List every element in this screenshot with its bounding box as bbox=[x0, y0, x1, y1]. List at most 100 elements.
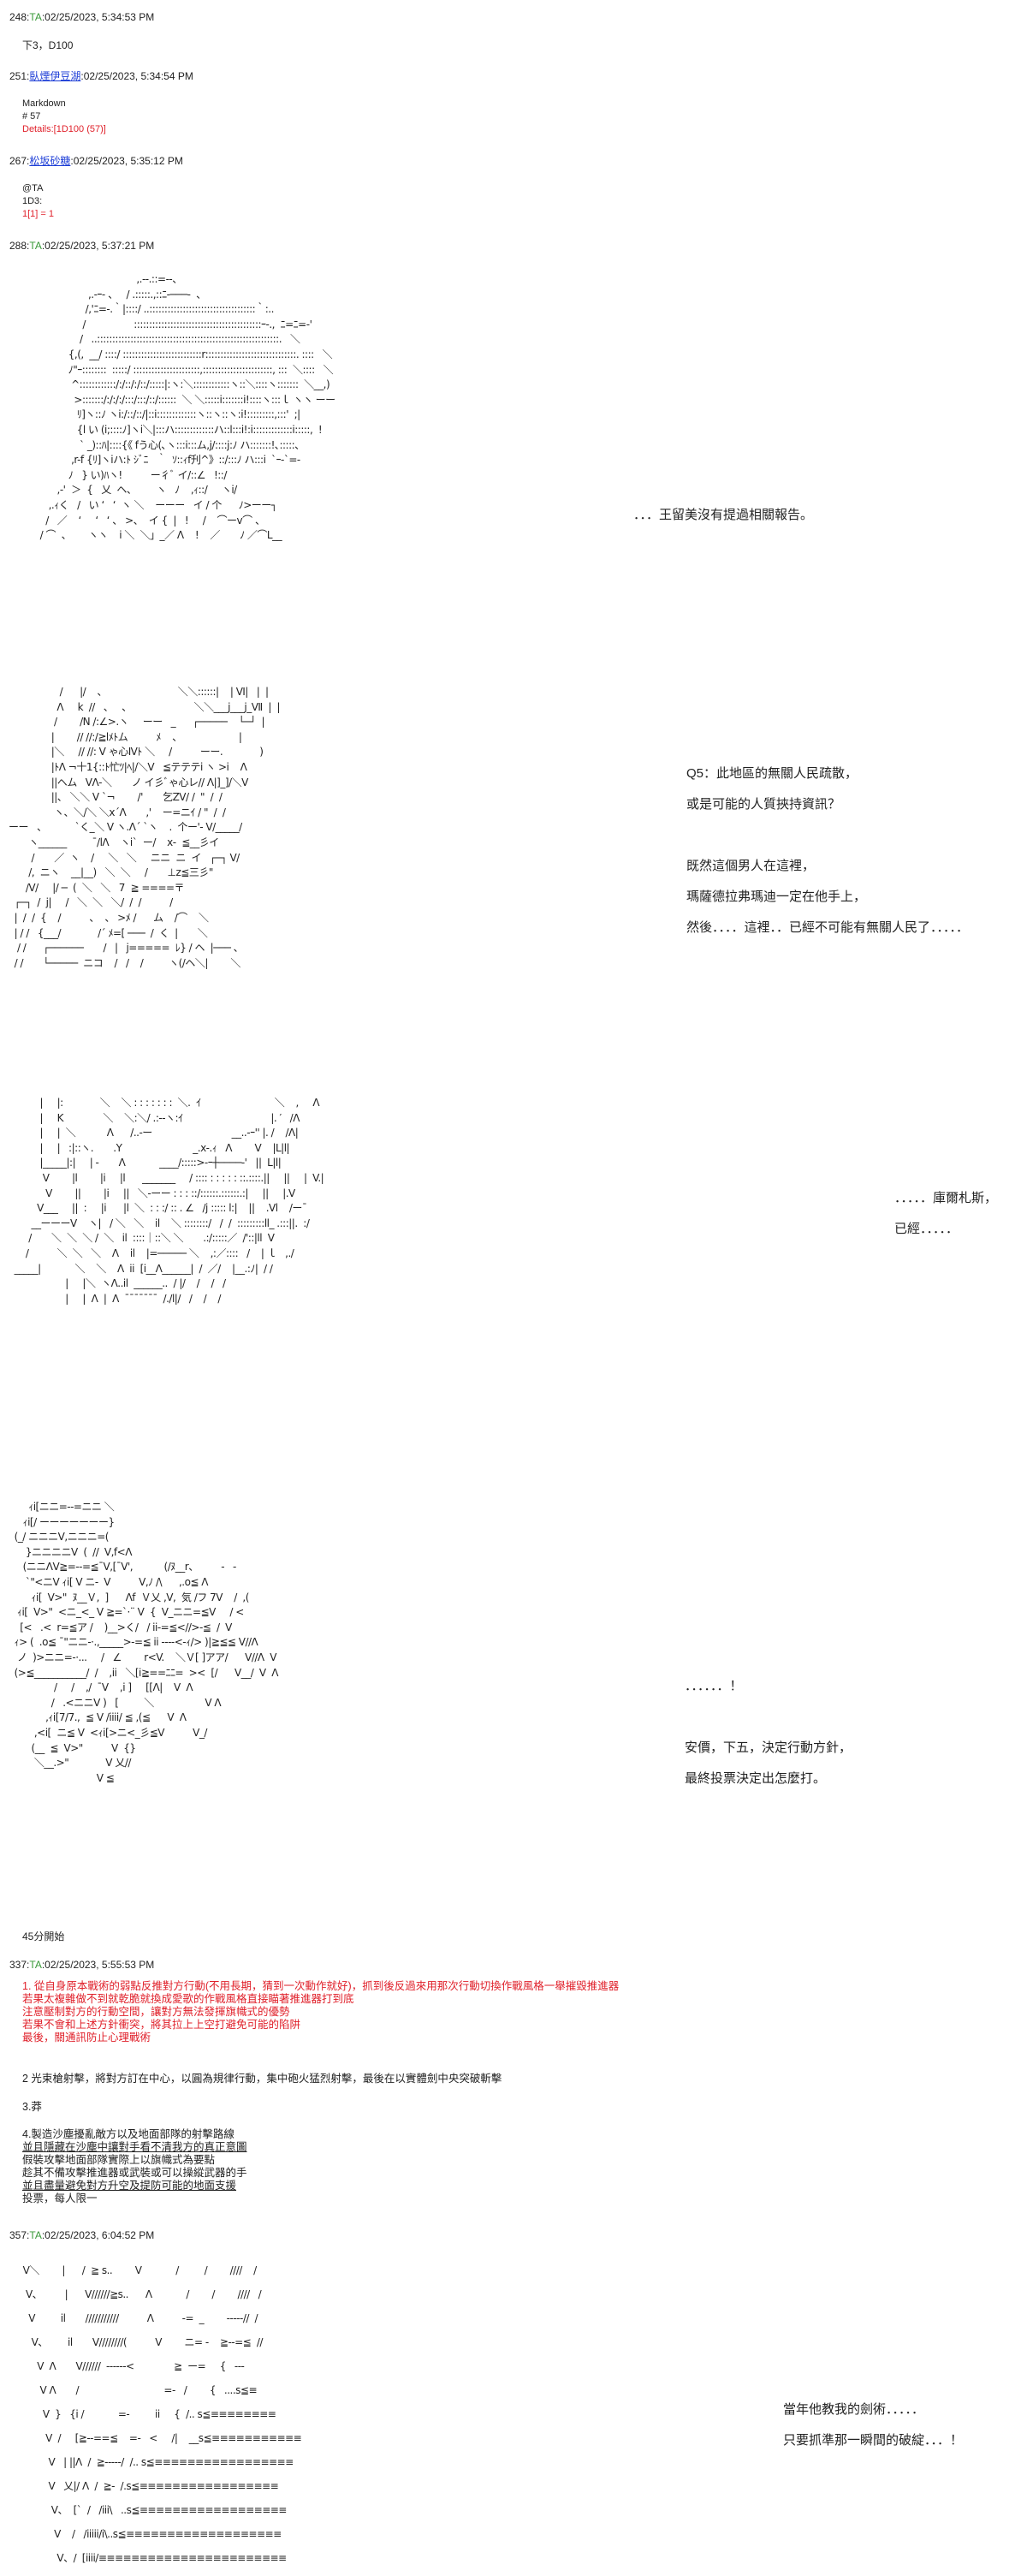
post-body: @TA 1D3: 1[1] = 1 bbox=[22, 182, 54, 221]
ascii-art-line: |_____|:| | - Λ ____/:::::>-ｰ┼────-' || … bbox=[9, 1157, 282, 1169]
ascii-art-line: V___ || : |i |l ＼ : : :/ :: . ∠ /j :::::… bbox=[9, 1202, 307, 1215]
ascii-art-line: /,'ﾆ=-.｀|::::/ ..:::::::::::::::::::::::… bbox=[34, 303, 275, 316]
dialogue-line: 最終投票決定出怎麼打。 bbox=[685, 1771, 827, 1786]
option-3: 3.莽 bbox=[22, 2101, 42, 2113]
ascii-art-line: V } {i / =- ii { /.. s≦≡≡≡≡≡≡≡≡ bbox=[17, 2408, 276, 2420]
ascii-art-line: ｨ> ( .o≦ ¯"ニニ-·.,_____>-=≦ ii ----<-ｨ/> … bbox=[9, 1636, 258, 1649]
ascii-art-line: `"<ニV ｨi[ V ニ- V V,ﾉ /\ ,.o≦ Λ bbox=[9, 1575, 209, 1588]
post-text: # 57 bbox=[22, 111, 41, 122]
dialogue-line: 只要抓準那一瞬間的破綻．．．！ bbox=[783, 2433, 964, 2448]
ascii-art-line: ,<i[ ニ≦ V <ｨi[>ニ<_彡≦V V_/ bbox=[9, 1726, 208, 1739]
ascii-art-line: ,.ｨく / い ‘ ‘ ヽ ＼ ーーー イ / 个 ﾉ>ーー┐ bbox=[34, 498, 277, 511]
dialogue-line: 瑪薩德拉弗瑪迪一定在他手上， bbox=[686, 889, 867, 904]
dialogue-line: ．．．王留美沒有提過相關報告。 bbox=[633, 508, 814, 522]
ascii-art-line: | // //:/≧lﾒﾄム ﾒ 、 | bbox=[9, 730, 242, 743]
ascii-art-line: ||、 ＼＼ V `¬ /' 乞ZV/ / " / / bbox=[9, 791, 223, 804]
ascii-art-line: | / / { / 、 、 >ﾒ / ム /⌒ ＼ bbox=[9, 911, 209, 924]
ascii-art-line: / |/ 、 ＼＼::::::| | Ⅵ| | | bbox=[9, 686, 269, 698]
option-4: 4.製造沙塵擾亂敵方以及地面部隊的射擊路線 並且隱藏在沙塵中讓對手看不清我方的真… bbox=[22, 2128, 247, 2205]
ascii-art-line: / ..::::::::::::::::::::::::::::::::::::… bbox=[34, 333, 300, 346]
ascii-art-line: / /N /:∠>.ヽ ーー _ ┌───── └─┘ | bbox=[9, 716, 264, 729]
ascii-art-line: ,.-ｰ- 、 / .:::::.,::ﾆ-───- 、 bbox=[34, 288, 206, 300]
post-header: 337:TA:02/25/2023, 5:55:53 PM bbox=[9, 1959, 155, 1971]
post-time: 02/25/2023, 5:35:12 PM bbox=[73, 155, 183, 167]
ascii-art-line: V / /iiiii/i\..s≦≡≡≡≡≡≡≡≡≡≡≡≡≡≡≡≡≡≡≡ bbox=[17, 2528, 282, 2540]
dice-result: 1[1] = 1 bbox=[22, 209, 55, 219]
ascii-art-line: ﾉ } い)ﾊヽ! ー彳ﾞ イ/::∠ !::/ bbox=[34, 468, 228, 481]
ascii-art-line: V、 | V//////≧s.. Λ / / //// / bbox=[17, 2288, 262, 2300]
option-line: 注意壓制對方的行動空間，讓對方無法發揮旗幟式的優勢 bbox=[22, 2006, 290, 2018]
option-line: 若果不會和上述方針衝突，將其拉上上空打避免可能的陷阱 bbox=[22, 2019, 301, 2031]
ascii-art-line: ,ｨi[7/7., ≦ V /iiii/ ≦ ,(≦ V Λ bbox=[9, 1711, 187, 1724]
ascii-art-line: ,r-f {ﾘ]ヽiハ:ﾄ ｼﾞﾆ ｀ ｿ::ｨf刋^》::/:::ﾉ ハ:::… bbox=[34, 454, 300, 467]
ascii-art-line: ｨi[/ ーーーーーーー} bbox=[9, 1515, 116, 1528]
ascii-art-line: [< .< r=≦ア / )__>く/ / ii-=≦<//>-≦ / V bbox=[9, 1621, 232, 1633]
post-header: 288:TA:02/25/2023, 5:37:21 PM bbox=[9, 240, 155, 252]
post-time: 02/25/2023, 5:37:21 PM bbox=[45, 240, 155, 252]
ascii-art-line: / ::::::::::::::::::::::::::::::::::::::… bbox=[34, 318, 312, 330]
ascii-art-line: >:::::::/:/:/:/:::/:::/::/:::::: ＼ ＼::::… bbox=[34, 393, 335, 406]
dialogue-line: Q5：此地區的無關人民疏散， bbox=[686, 766, 858, 781]
post-number: 248 bbox=[9, 11, 27, 23]
ascii-art-line: ｨi[ニニ=--=ニニ ＼ bbox=[9, 1501, 115, 1513]
ascii-art-line: / ＼ ＼ ＼ / ＼ il ::::｜::＼ ＼ .:/:::::／ /'::… bbox=[9, 1232, 275, 1245]
post-time: 02/25/2023, 6:04:52 PM bbox=[45, 2229, 155, 2241]
ascii-art-line: / ／ ‘ ‘ ‘ 、 >、 イ { | ! / ⌒ーv⌒ 、 bbox=[34, 514, 265, 527]
ascii-art-line: ﾉ"ｰ:::::::: :::::/ :::::::::::::::::::::… bbox=[34, 363, 334, 376]
post-author: TA bbox=[29, 2229, 42, 2241]
dialogue-line: 或是可能的人質挾持資訊？ bbox=[686, 797, 841, 812]
ascii-art-line: ＼__.>" V 乂// bbox=[9, 1757, 132, 1770]
ascii-art-line: / / ┌────── / | j===== ﾚ} / ヘ |─── 、 bbox=[9, 942, 244, 955]
option-line: 假裝攻擊地面部隊實際上以旗幟式為要點 bbox=[22, 2154, 216, 2166]
ascii-art-line: }ニニニニV ( // V,f<Λ bbox=[9, 1545, 133, 1558]
dialogue-line bbox=[686, 820, 969, 851]
ascii-art-line: V、 il V////////( V ニ= - ≧--=≦ // bbox=[17, 2336, 264, 2348]
dialogue-line: 安價，下五，決定行動方針， bbox=[685, 1740, 852, 1755]
ascii-art-line: V | ||Λ / ≧-----/ /.. s≦≡≡≡≡≡≡≡≡≡≡≡≡≡≡≡≡… bbox=[17, 2456, 294, 2468]
ascii-art-line: ^::::::::::::/:/::/:/::/:::::|:ヽ:＼::::::… bbox=[34, 378, 330, 391]
ascii-art-line: ｨi[ V>" <ニ_<_ V ≧=`·¨ V { V_ニニ=≦V / < bbox=[9, 1606, 244, 1619]
ascii-art-line: V ≦ bbox=[9, 1771, 115, 1784]
ascii-art-line: ||ヘム VΛ-＼ ノ イ彡ﾞゃ心レ// Λ|]_]/＼V bbox=[9, 776, 249, 788]
ascii-art: / |/ 、 ＼＼::::::| | Ⅵ| | | Λ k // 、 、 ＼＼_… bbox=[9, 685, 281, 971]
option-line: 1. 從自身原本戰術的弱點反推對方行動(不用長期，猜到一次動作就好)，抓到後反過… bbox=[22, 1980, 620, 1992]
option-line: 趁其不備攻擊推進器或武裝或可以操縱武器的手 bbox=[22, 2167, 247, 2179]
ascii-art-line: | | Λ | Λ ¯¯¯¯¯¯¯ /./l|/ / / / bbox=[9, 1292, 221, 1305]
post-number: 251 bbox=[9, 70, 27, 82]
ascii-art-line: (__ ≦ V>" V {} bbox=[9, 1741, 137, 1754]
ascii-art-line: V 乂|/ Λ / ≧- /.s≦≡≡≡≡≡≡≡≡≡≡≡≡≡≡≡≡≡ bbox=[17, 2480, 279, 2492]
post-number: 357 bbox=[9, 2229, 27, 2241]
ascii-art-line: ,.--.::=--、 bbox=[34, 273, 182, 285]
post-header: 248:TA:02/25/2023, 5:34:53 PM bbox=[9, 11, 155, 23]
post-author-link[interactable]: 臥煙伊豆湖 bbox=[29, 70, 81, 82]
start-note: 45分開始 bbox=[22, 1931, 65, 1942]
post-author: TA bbox=[29, 240, 42, 252]
post-text: @TA bbox=[22, 183, 44, 193]
post-text: 下3，D100 bbox=[22, 39, 74, 51]
post-author-link[interactable]: 松坂砂糖 bbox=[29, 155, 71, 167]
ascii-art: ,.--.::=--、 ,.-ｰ- 、 / .:::::.,::ﾆ-───- 、… bbox=[34, 272, 336, 544]
post-header: 357:TA:02/25/2023, 6:04:52 PM bbox=[9, 2229, 155, 2241]
ascii-art-line: ` _)::ﾊ|::::{《 fう心(､ヽ:::i:::ム,j/::::j:ﾉ … bbox=[34, 438, 305, 451]
ascii-art-line: | |: ＼ ＼ : : : : : : : ＼. ｲ ＼ , Λ bbox=[9, 1097, 320, 1109]
ascii-art-line: ┌─┐ / j| / ＼ ＼ ＼/ / / / bbox=[9, 896, 174, 909]
dialogue-line: 然後．．．．這裡．．已經不可能有無關人民了．．．．． bbox=[686, 920, 970, 935]
ascii-art: | |: ＼ ＼ : : : : : : : ＼. ｲ ＼ , Λ | K ＼ … bbox=[9, 1096, 324, 1306]
option-2: 2 光束槍射擊，將對方訂在中心，以圓為規律行動，集中砲火猛烈射擊，最後在以實體劍… bbox=[22, 2073, 502, 2085]
dialogue: 當年他教我的劍術．．．．．只要抓準那一瞬間的破綻．．．！ bbox=[783, 2395, 963, 2456]
dialogue-line: 已經．．．．． bbox=[894, 1222, 959, 1236]
ascii-art: V＼ | / ≧ s.. V / / //// / V、 | V//////≧s… bbox=[17, 2258, 302, 2570]
ascii-art-line: V、 [` / /iii\ ..s≦≡≡≡≡≡≡≡≡≡≡≡≡≡≡≡≡≡≡ bbox=[17, 2504, 288, 2516]
ascii-art-line: {l い (i;::::ﾉ]ヽi＼|:::ハ:::::::::::::ハ::l:… bbox=[34, 423, 323, 436]
post-author: TA bbox=[29, 1959, 42, 1971]
ascii-art-line: V / [≧--==≦ =- < /| __s≦≡≡≡≡≡≡≡≡≡≡≡ bbox=[17, 2432, 302, 2444]
ascii-art-line: /, ニヽ __|__) ＼ ＼ / ⊥z≦三彡" bbox=[9, 866, 213, 879]
option-line: 4.製造沙塵擾亂敵方以及地面部隊的射擊路線 bbox=[22, 2128, 234, 2140]
ascii-art-line: | | ＼ Λ /..-ー __..-ｰ'' |. / /Λ| bbox=[9, 1127, 299, 1139]
ascii-art-line: ﾘ]ヽ::ﾉ ヽi:/::/::/|::i:::::::::::::ヽ::ヽ::… bbox=[34, 408, 300, 421]
ascii-art-line: / ／ ヽ / ＼ ＼ ニニ ニ イ ┌─┐ V/ bbox=[9, 851, 240, 864]
post-author: TA bbox=[29, 11, 42, 23]
dialogue-line: ．．．．．庫爾札斯， bbox=[894, 1191, 998, 1205]
ascii-art-line: / .<ニニV ) [ ＼ V Λ bbox=[9, 1696, 222, 1709]
dialogue-line: 既然這個男人在這裡， bbox=[686, 859, 816, 873]
